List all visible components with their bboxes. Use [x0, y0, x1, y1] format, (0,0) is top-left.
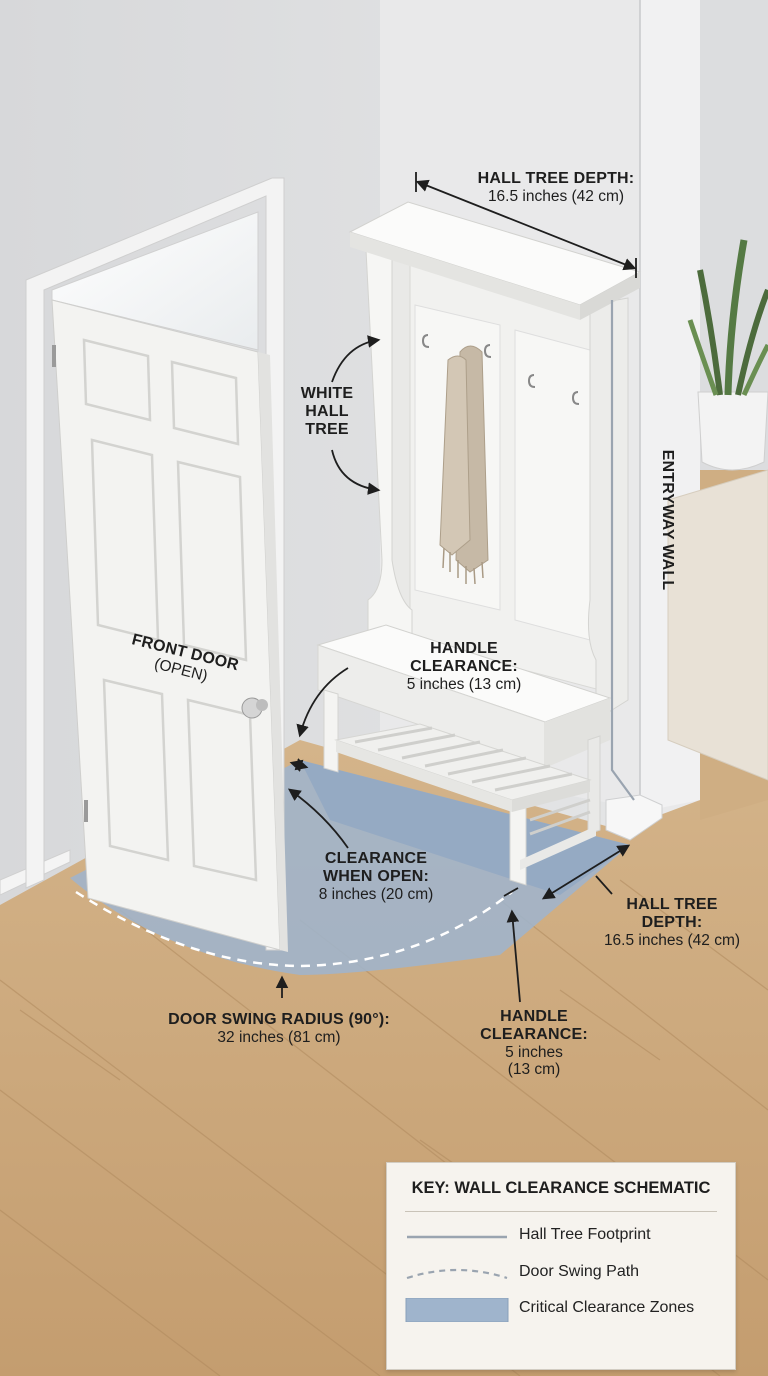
entryway-wall-label: ENTRYWAY WALL — [658, 430, 676, 610]
hall-tree-depth-lower-line1: HALL TREE — [626, 896, 718, 913]
front-door — [51, 299, 288, 952]
legend-item-clearance: Critical Clearance Zones — [403, 1294, 723, 1324]
hall-tree-depth-top-value: 16.5 inches (42 cm) — [487, 187, 625, 205]
legend-item-swing: Door Swing Path — [403, 1258, 723, 1288]
handle-clearance-lower-line2: CLEARANCE: — [480, 1025, 588, 1043]
legend-item-clearance-label: Critical Clearance Zones — [519, 1299, 695, 1316]
clearance-when-open-line1: CLEARANCE — [324, 850, 428, 867]
handle-clearance-upper-value: 5 inches (13 cm) — [406, 675, 522, 693]
door-swing-radius-title: DOOR SWING RADIUS (90°): — [168, 1011, 390, 1028]
legend-title: KEY: WALL CLEARANCE SCHEMATIC — [411, 1179, 711, 1197]
handle-clearance-lower-label: HANDLE CLEARANCE: 5 inches (13 cm) — [464, 1008, 604, 1079]
entryway-wall-text: ENTRYWAY WALL — [658, 449, 676, 591]
hall-tree-depth-lower-label: HALL TREE DEPTH: 16.5 inches (42 cm) — [588, 896, 756, 949]
clearance-when-open-line2: WHEN OPEN: — [323, 867, 429, 885]
handle-clearance-lower-arrow — [506, 909, 521, 1003]
transom-window — [51, 211, 259, 351]
clearance-when-open-value: 8 inches (20 cm) — [318, 885, 434, 903]
hall-tree-depth-lower-line2: DEPTH: — [641, 913, 703, 931]
hall-tree-arrow-upper — [331, 335, 381, 383]
handle-clearance-upper-label: HANDLE CLEARANCE: 5 inches (13 cm) — [374, 640, 554, 693]
clearance-when-open-arrow — [287, 788, 349, 849]
hall-tree-footprint-line — [610, 300, 635, 801]
fill-swatch — [405, 1298, 509, 1322]
legend-item-footprint-label: Hall Tree Footprint — [519, 1226, 651, 1243]
white-hall-tree — [316, 201, 642, 886]
handle-clearance-upper-line1: HANDLE — [430, 640, 498, 657]
clearance-when-open-label: CLEARANCE WHEN OPEN: 8 inches (20 cm) — [296, 850, 456, 903]
beige-scarf — [439, 345, 489, 585]
hall-tree-arrow-lower — [331, 449, 381, 495]
depth-top-dimension-arrow — [415, 179, 637, 271]
dashed-line-swatch — [406, 1268, 508, 1280]
solid-line-swatch — [407, 1235, 507, 1239]
hall-tree-depth-top-title: HALL TREE DEPTH: — [477, 170, 635, 187]
handle-clearance-lower-value1: 5 inches — [505, 1043, 563, 1061]
handle-clearance-lower-line1: HANDLE — [500, 1008, 568, 1025]
white-hall-tree-line1: WHITE — [300, 385, 354, 402]
potted-plant — [687, 239, 768, 471]
hall-tree-depth-top-label: HALL TREE DEPTH: 16.5 inches (42 cm) — [446, 170, 666, 205]
legend-item-footprint: Hall Tree Footprint — [403, 1221, 723, 1251]
handle-clearance-lower-value2: (13 cm) — [507, 1061, 561, 1079]
handle-clearance-upper-arrow — [296, 667, 349, 738]
legend-item-swing-label: Door Swing Path — [519, 1263, 640, 1280]
door-swing-path — [75, 890, 513, 968]
white-hall-tree-line3: TREE — [305, 420, 349, 438]
legend-box: KEY: WALL CLEARANCE SCHEMATIC Hall Tree … — [386, 1162, 736, 1370]
legend-divider — [405, 1211, 717, 1212]
white-hall-tree-line2: HALL — [305, 402, 349, 420]
handle-clearance-upper-line2: CLEARANCE: — [410, 657, 518, 675]
depth-lower-dimension-arrow — [541, 844, 631, 900]
door-swing-radius-value: 32 inches (81 cm) — [217, 1028, 341, 1046]
rug — [667, 469, 768, 781]
baseboard-right — [605, 794, 663, 841]
white-hall-tree-label: WHITE HALL TREE — [287, 385, 367, 439]
hall-tree-depth-lower-value: 16.5 inches (42 cm) — [603, 931, 741, 949]
door-swing-radius-label: DOOR SWING RADIUS (90°): 32 inches (81 c… — [148, 1011, 410, 1046]
